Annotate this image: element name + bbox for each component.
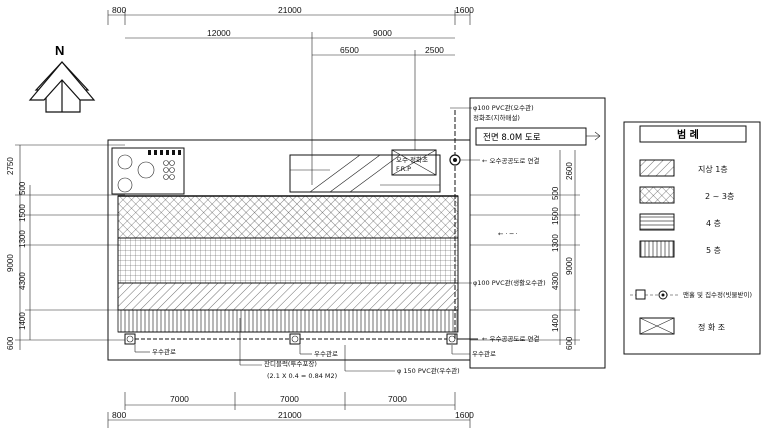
dim-top-right: 1600: [455, 5, 474, 15]
road-area: 전면 8.0M 도로: [469, 97, 606, 369]
dim-top-left: 800: [112, 5, 126, 15]
dim-left-1400: 1400: [18, 312, 27, 330]
note-mid-arrow: ← · ─ ·: [498, 230, 518, 238]
note-gutter-3: 우수관로: [472, 349, 496, 358]
dim-right-600: 600: [565, 336, 574, 350]
legend-swatch-2: [639, 186, 675, 204]
left-dimensions: 2750 500 1500 1300 9000 4300 1400 600: [6, 144, 125, 350]
legend-swatch-6: [639, 317, 675, 335]
legend-swatch-1: [639, 159, 675, 177]
note-gutter-2: 우수관로: [314, 349, 338, 358]
dim-bottom-left: 800: [112, 410, 126, 420]
septic-tank-box: [391, 149, 437, 176]
dim-bottom-seg-2: 7000: [280, 394, 299, 404]
dim-right-2600: 2600: [565, 162, 574, 180]
legend-swatch-5: [630, 289, 680, 300]
annotations: φ100 PVC관(오수관) 정화조(지하매설) ← 오수공공도로 연결 ← ·…: [134, 103, 546, 380]
septic-label-2: F.R.P: [396, 165, 411, 173]
dim-left-1500: 1500: [18, 204, 27, 222]
north-arrow: N: [28, 43, 96, 113]
note-pipe-150: φ 150 PVC관(우수관): [397, 366, 460, 375]
legend-title: 범 례: [677, 128, 699, 141]
top-dimensions: 800 21000 1600 12000 9000 6500 2500: [107, 5, 474, 185]
bottom-manholes: [124, 333, 478, 345]
dim-top-seg-c: 6500: [340, 45, 359, 55]
dim-top-seg-b: 9000: [373, 28, 392, 38]
dim-right-1300: 1300: [551, 234, 560, 252]
dim-bottom-seg-1: 7000: [170, 394, 189, 404]
ramp-structure: 오수 정화조 F.R.P: [289, 149, 441, 193]
dim-left-500: 500: [18, 181, 27, 195]
dim-left-600: 600: [6, 336, 15, 350]
main-building: [117, 195, 459, 333]
right-pipe: [449, 110, 480, 339]
dim-right-1500: 1500: [551, 207, 560, 225]
note-permeable-dim: (2.1 X 0.4 = 0.84 M2): [267, 372, 337, 380]
note-manhole-top: ← 오수공공도로 연결: [482, 156, 539, 165]
legend-label-4: 5 층: [706, 246, 721, 255]
dim-left-4300: 4300: [18, 272, 27, 290]
dim-top-seg-d: 2500: [425, 45, 444, 55]
note-permeable: 잔디블럭(투수포장): [264, 359, 317, 368]
dim-left-2750: 2750: [6, 157, 15, 175]
dim-bottom-seg-3: 7000: [388, 394, 407, 404]
legend-label-3: 4 층: [706, 219, 721, 228]
dim-left-9000: 9000: [6, 254, 15, 272]
note-manhole-bottom: ← 우수공공도로 연결: [482, 334, 539, 343]
legend-swatch-4: [639, 240, 675, 258]
north-label: N: [55, 43, 64, 58]
legend-label-6: 정 화 조: [698, 322, 725, 332]
note-gutter-1: 우수관로: [152, 347, 176, 356]
note-pipe-100-mid: φ100 PVC관(생활오수관): [473, 278, 546, 287]
dim-bottom-right: 1600: [455, 410, 474, 420]
utility-area: [111, 147, 185, 195]
legend-label-5: 맨홀 및 집수정(빗물받이): [683, 290, 752, 299]
right-dimensions: 2600 500 1500 1300 9000 4300 1400 600: [470, 150, 580, 350]
road-label-box: [475, 127, 587, 146]
dim-right-500: 500: [551, 186, 560, 200]
dim-bottom-total: 21000: [278, 410, 302, 420]
dim-top-seg-a: 12000: [207, 28, 231, 38]
bottom-dimensions: 7000 7000 7000 800 21000 1600: [107, 392, 474, 428]
legend-swatch-3: [639, 213, 675, 231]
road-label: 전면 8.0M 도로: [483, 132, 541, 143]
dim-right-9000: 9000: [565, 257, 574, 275]
septic-label-1: 오수 정화조: [396, 155, 428, 164]
dim-right-4300: 4300: [551, 272, 560, 290]
legend: 범 례 지상 1층 2 ~ 3층 4 층 5 층 맨홀 및 집수정(빗물받이) …: [623, 121, 761, 355]
note-tank: 정화조(지하매설): [473, 113, 520, 122]
legend-label-2: 2 ~ 3층: [705, 192, 734, 201]
dim-right-1400: 1400: [551, 314, 560, 332]
dim-left-1300: 1300: [18, 230, 27, 248]
dim-top-total: 21000: [278, 5, 302, 15]
legend-label-1: 지상 1층: [698, 164, 728, 174]
note-pipe-100-top: φ100 PVC관(오수관): [473, 103, 534, 112]
